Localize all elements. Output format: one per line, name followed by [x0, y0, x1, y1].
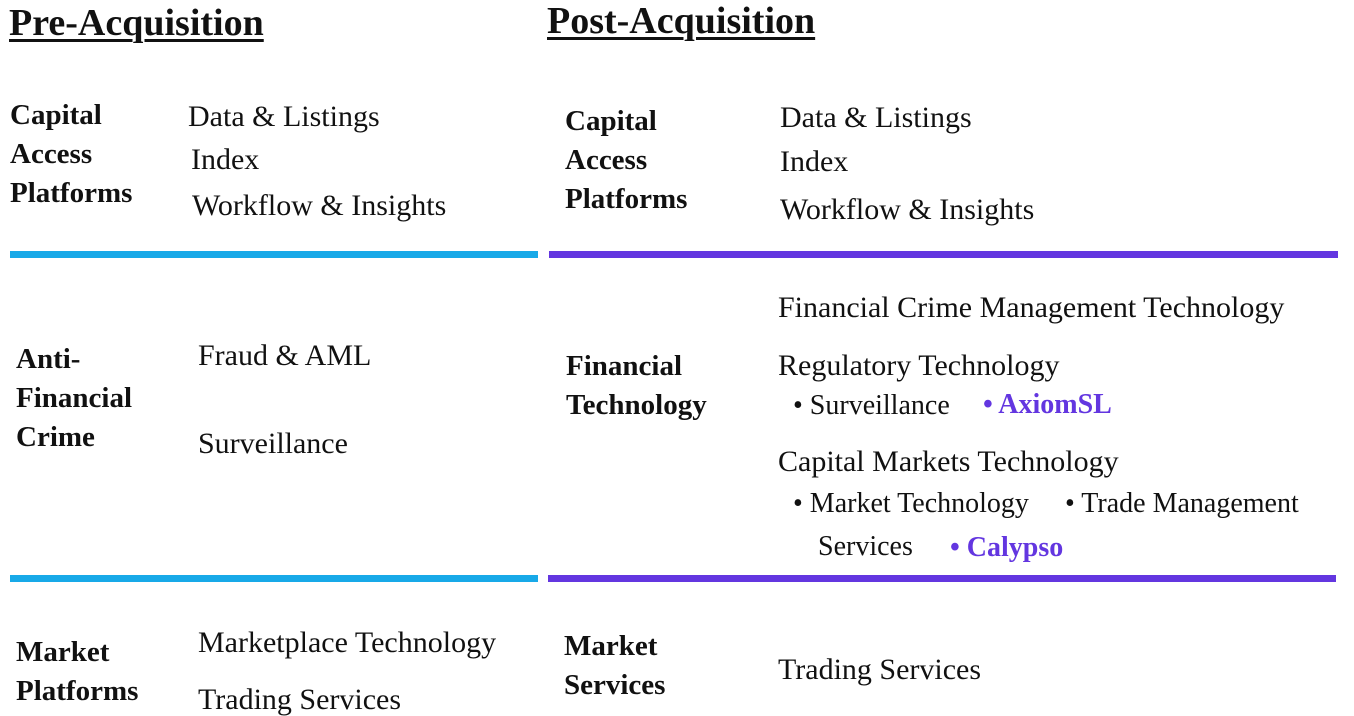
pre-item-fraud-aml: Fraud & AML: [198, 339, 372, 372]
post-sub-trade-management: • Trade Management: [1065, 488, 1299, 519]
post-sub-services: Services: [818, 531, 913, 562]
post-item-financial-crime-mgmt: Financial Crime Management Technology: [778, 291, 1285, 324]
post-sub-axiomsl: • AxiomSL: [983, 389, 1112, 420]
pre-acquisition-heading: Pre-Acquisition: [9, 2, 264, 44]
pre-item-data-listings: Data & Listings: [188, 100, 380, 133]
pre-divider-1: [10, 251, 538, 258]
post-sub-calypso: • Calypso: [950, 532, 1064, 563]
post-item-index: Index: [780, 145, 849, 178]
pre-item-surveillance: Surveillance: [198, 427, 348, 460]
post-acquisition-heading: Post-Acquisition: [547, 0, 816, 42]
post-sub-market-technology: • Market Technology: [793, 488, 1029, 519]
pre-segment-anti-financial-crime: Anti-Financial Crime: [16, 343, 133, 453]
post-segment-financial-technology: Financial Technology: [566, 350, 707, 421]
pre-segment-market-platforms: Market Platforms: [16, 636, 139, 707]
pre-item-index: Index: [191, 143, 260, 176]
pre-segment-capital-access: Capital Access Platforms: [10, 99, 133, 209]
post-item-capital-markets-technology: Capital Markets Technology: [778, 445, 1119, 478]
pre-item-marketplace-technology: Marketplace Technology: [198, 626, 497, 659]
pre-item-workflow-insights: Workflow & Insights: [192, 189, 447, 222]
post-item-trading-services: Trading Services: [778, 653, 982, 686]
pre-item-trading-services: Trading Services: [198, 683, 402, 716]
post-divider-2: [548, 575, 1336, 582]
post-sub-surveillance: • Surveillance: [793, 390, 950, 421]
post-item-regulatory-technology: Regulatory Technology: [778, 349, 1060, 382]
post-item-data-listings: Data & Listings: [780, 101, 972, 134]
post-item-workflow-insights: Workflow & Insights: [780, 193, 1035, 226]
pre-divider-2: [10, 575, 538, 582]
post-segment-capital-access: Capital Access Platforms: [565, 105, 688, 215]
post-divider-1: [549, 251, 1338, 258]
post-segment-market-services: Market Services: [564, 630, 666, 701]
